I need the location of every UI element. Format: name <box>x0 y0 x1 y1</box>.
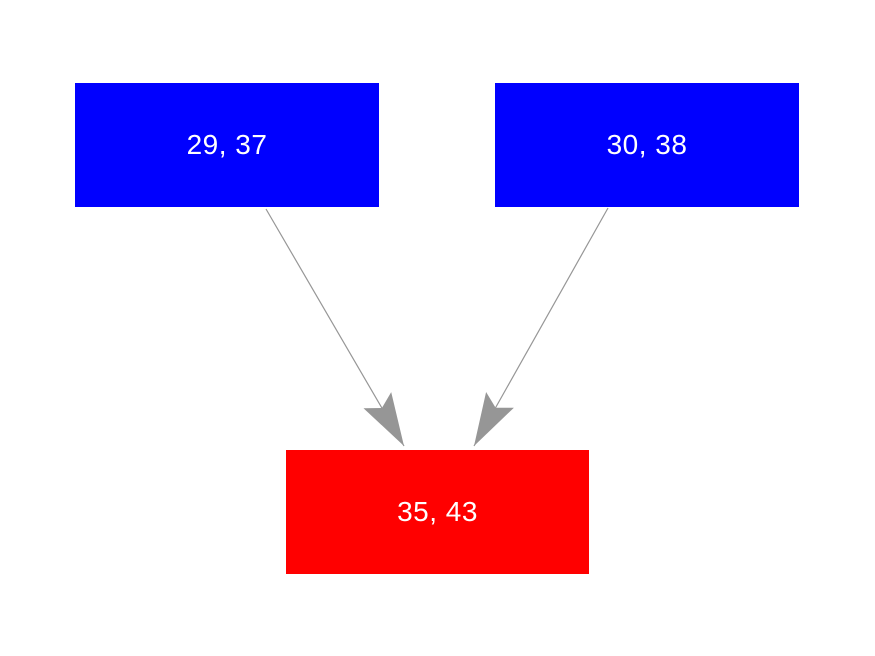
node-bottom: 35, 43 <box>286 450 589 574</box>
node-top-left: 29, 37 <box>75 83 379 207</box>
edge-line <box>265 208 405 447</box>
edge-line <box>473 207 609 447</box>
node-bottom-label: 35, 43 <box>397 496 478 527</box>
edge-arrowhead-icon <box>363 392 404 446</box>
edge-arrowhead-icon <box>474 392 514 446</box>
node-top-right-label: 30, 38 <box>606 129 688 160</box>
node-top-right: 30, 38 <box>495 83 799 207</box>
node-top-left-label: 29, 37 <box>186 129 268 160</box>
